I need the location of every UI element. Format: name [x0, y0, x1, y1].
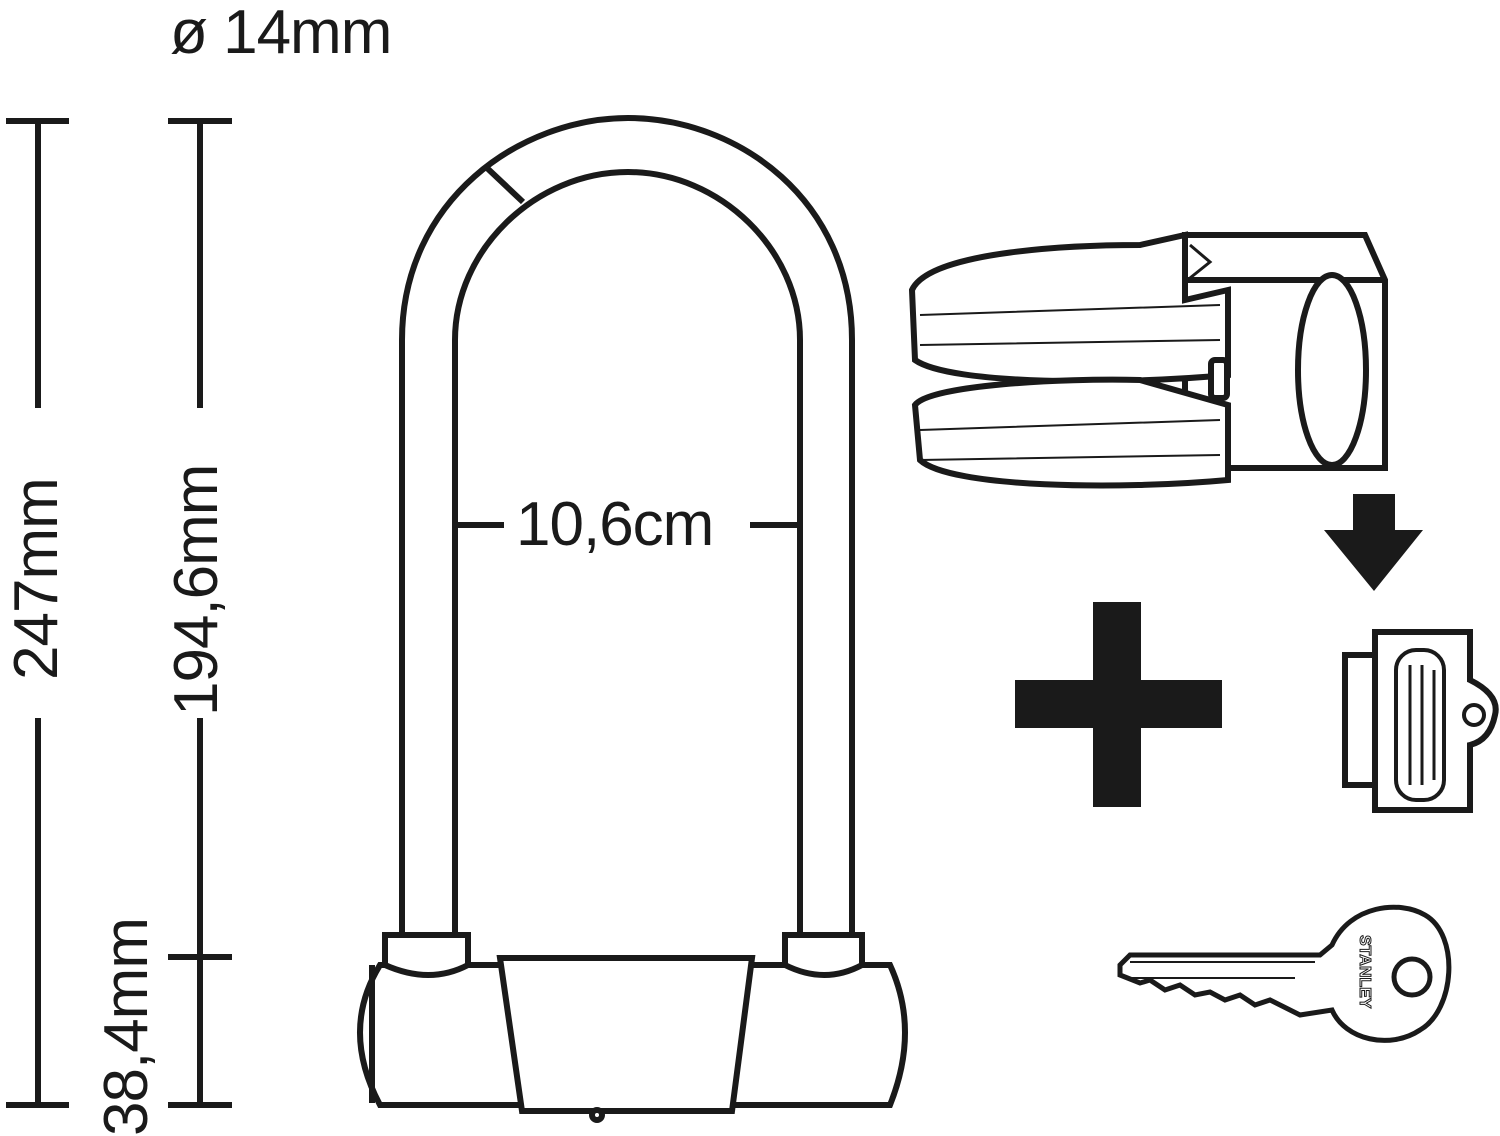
- dimension-line-inner-height: [168, 118, 232, 1108]
- u-lock-shackle: [399, 114, 855, 940]
- inner-width-label: 10,6cm: [512, 494, 718, 556]
- key-icon: [1117, 904, 1452, 1043]
- total-height-label: 247mm: [2, 478, 71, 680]
- u-lock-body: [357, 932, 908, 1123]
- body-height-label: 38,4mm: [92, 918, 161, 1136]
- dimension-line-total-height: [6, 118, 69, 1108]
- inner-height-label: 194,6mm: [162, 464, 231, 716]
- plus-icon: [1015, 602, 1222, 807]
- down-arrow-icon: [1324, 494, 1423, 591]
- mounting-bracket: [908, 231, 1388, 489]
- bracket-clip: [1342, 629, 1499, 813]
- shackle-diameter-label: ø 14mm: [170, 0, 392, 67]
- strap-teeth: [919, 304, 1221, 461]
- key-brand-text: STANLEY: [1356, 935, 1373, 1009]
